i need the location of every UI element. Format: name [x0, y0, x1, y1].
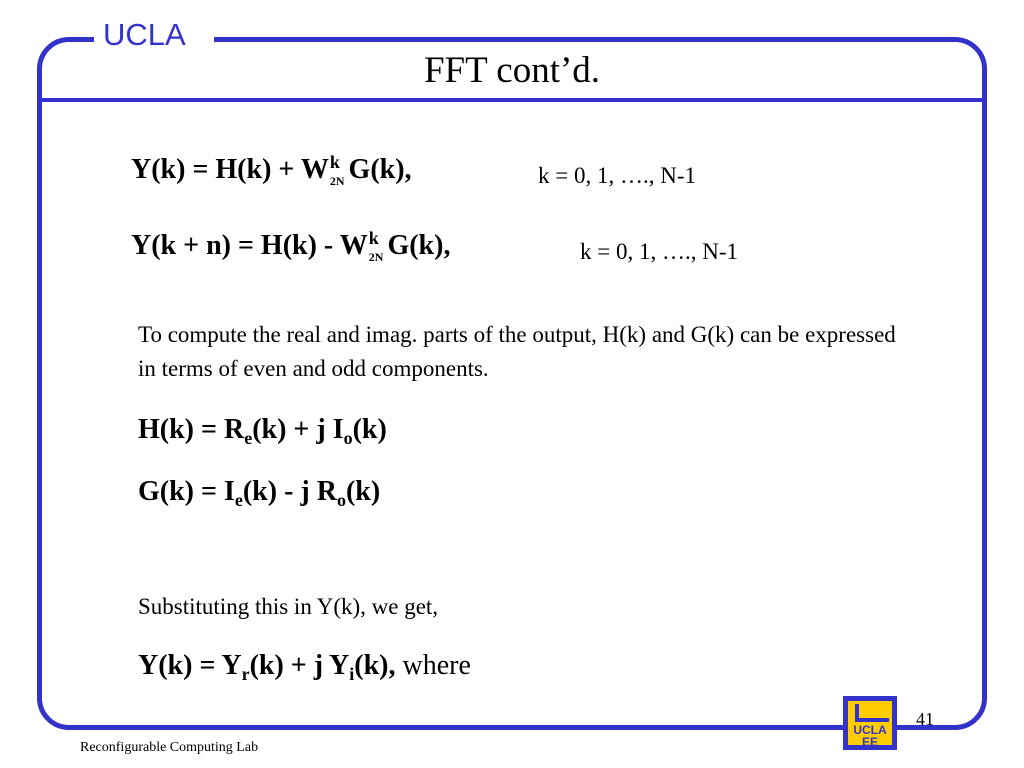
- subscript: o: [343, 428, 353, 448]
- equation-g-k: G(k) = Ie(k) - j Ro(k): [138, 476, 381, 510]
- subscript: i: [349, 664, 355, 684]
- eq-text: (k) - j R: [242, 476, 337, 507]
- brand-label: UCLA: [103, 17, 186, 52]
- eq-text: G(k) = I: [138, 476, 235, 507]
- eq-text: H(k) = R: [138, 414, 245, 445]
- where-text: where: [395, 650, 471, 681]
- title-divider: [40, 98, 984, 102]
- subscript: o: [336, 490, 346, 510]
- subscript: 2N: [368, 250, 384, 264]
- subscript: r: [241, 664, 250, 684]
- equation-lhs: Y(k) = H(k) + W: [131, 154, 329, 185]
- eq-text: (k) + j I: [252, 414, 344, 445]
- equation-y-k-result: Y(k) = Yr(k) + j Yi(k), where: [138, 650, 471, 684]
- subscript: e: [244, 428, 253, 448]
- eq-text: (k),: [354, 650, 396, 681]
- ucla-ee-logo: UCLA EE: [843, 696, 897, 750]
- eq-text: Y(k) = Y: [138, 650, 242, 681]
- logo-glyph-icon: [855, 704, 889, 722]
- subscript: 2N: [329, 174, 345, 188]
- superscript: k: [368, 228, 379, 248]
- substituting-text: Substituting this in Y(k), we get,: [138, 594, 439, 619]
- subscript: e: [234, 490, 243, 510]
- page-number: 41: [916, 709, 934, 729]
- eq-text: (k) + j Y: [249, 650, 350, 681]
- explanation-paragraph: To compute the real and imag. parts of t…: [138, 322, 896, 381]
- slide-title: FFT cont’d.: [423, 50, 601, 91]
- equation-rhs: G(k),: [348, 154, 412, 185]
- equation-h-k: H(k) = Re(k) + j Io(k): [138, 414, 387, 448]
- equation-rhs: G(k),: [387, 230, 451, 261]
- slide-frame: [37, 37, 987, 730]
- logo-text: UCLA EE: [853, 723, 887, 749]
- footer-lab-name: Reconfigurable Computing Lab: [80, 740, 259, 755]
- superscript: k: [329, 152, 340, 172]
- equation-lhs: Y(k + n) = H(k) - W: [131, 230, 368, 261]
- eq-text: (k): [352, 414, 387, 445]
- range-label-1: k = 0, 1, …., N-1: [538, 163, 696, 188]
- range-label-2: k = 0, 1, …., N-1: [580, 239, 738, 264]
- frame-gap: [94, 30, 214, 50]
- eq-text: (k): [345, 476, 381, 507]
